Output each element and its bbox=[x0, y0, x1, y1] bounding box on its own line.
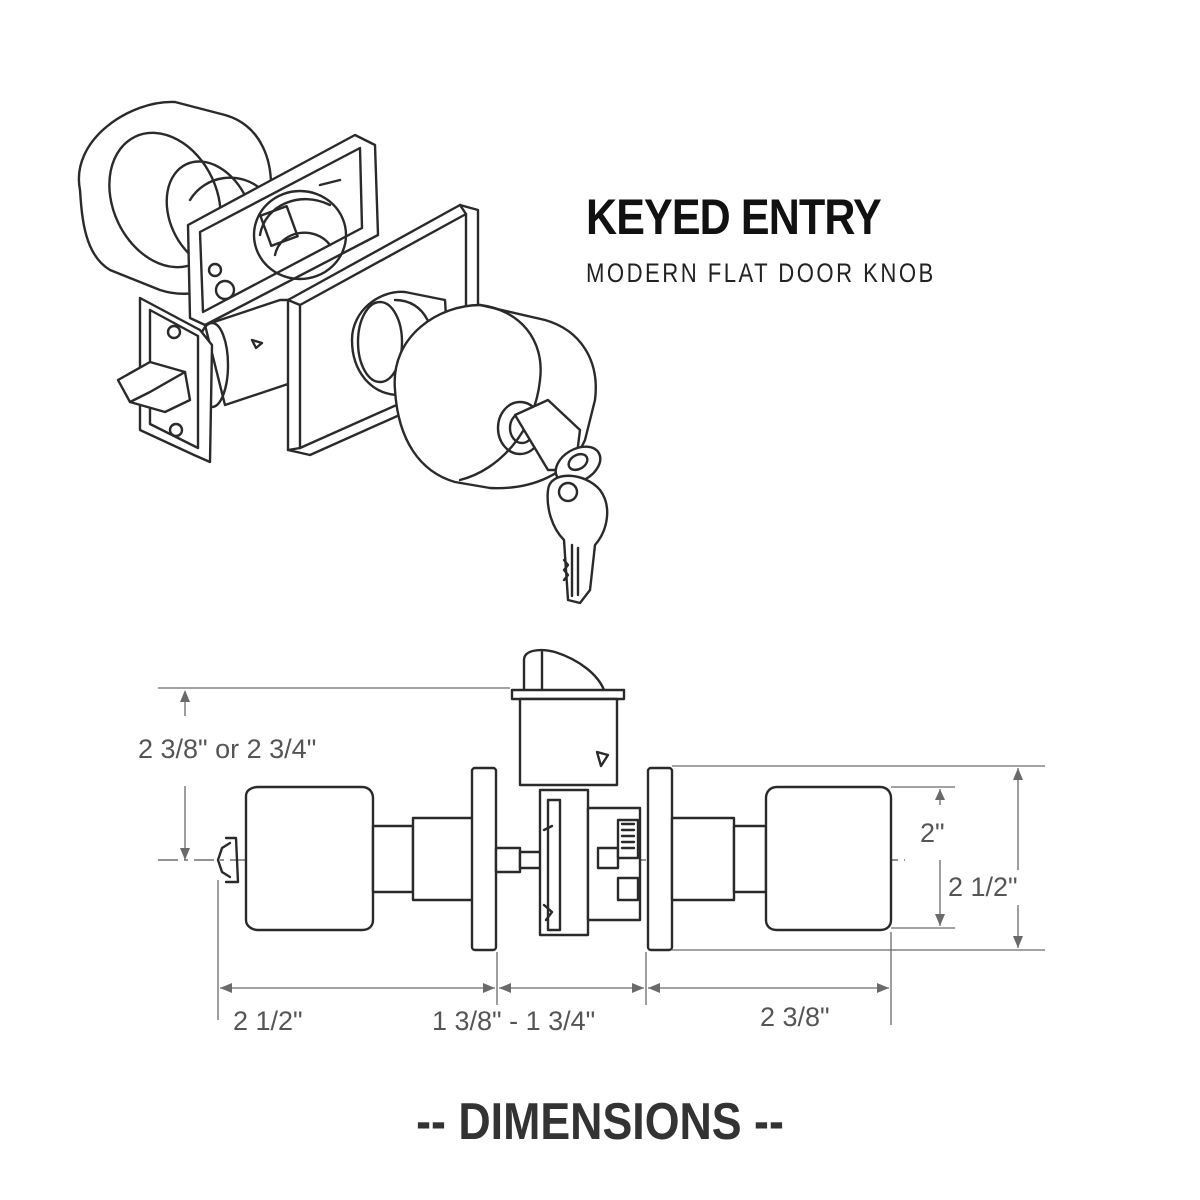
product-title: KEYED ENTRY bbox=[586, 189, 882, 245]
latch-icon bbox=[116, 296, 214, 464]
left-knob-side-icon bbox=[216, 785, 475, 932]
chassis-side-icon bbox=[494, 788, 642, 937]
chassis-frame-icon bbox=[186, 133, 380, 327]
door-thickness-label: 1 3/8" - 1 3/4" bbox=[432, 1006, 595, 1036]
right-rose-side-icon bbox=[646, 766, 674, 952]
length-dimension-lines bbox=[217, 880, 892, 1025]
product-subtitle: MODERN FLAT DOOR KNOB bbox=[586, 258, 936, 288]
right-knob-side-icon bbox=[670, 785, 893, 932]
backset-dimension-line bbox=[158, 687, 510, 860]
left-rose-side-icon bbox=[470, 766, 498, 952]
dimensions-heading: -- DIMENSIONS -- bbox=[416, 1093, 784, 1151]
left-projection-label: 2 1/2" bbox=[233, 1006, 303, 1036]
backset-label: 2 3/8" or 2 3/4" bbox=[138, 734, 316, 764]
rose-diameter-label: 2 1/2" bbox=[948, 872, 1018, 902]
key-icon bbox=[513, 398, 609, 605]
latch-side-icon bbox=[510, 648, 626, 787]
knob-diameter-label: 2" bbox=[920, 818, 945, 848]
right-projection-label: 2 3/8" bbox=[760, 1002, 830, 1032]
diameter-dimension-lines bbox=[672, 765, 1045, 951]
